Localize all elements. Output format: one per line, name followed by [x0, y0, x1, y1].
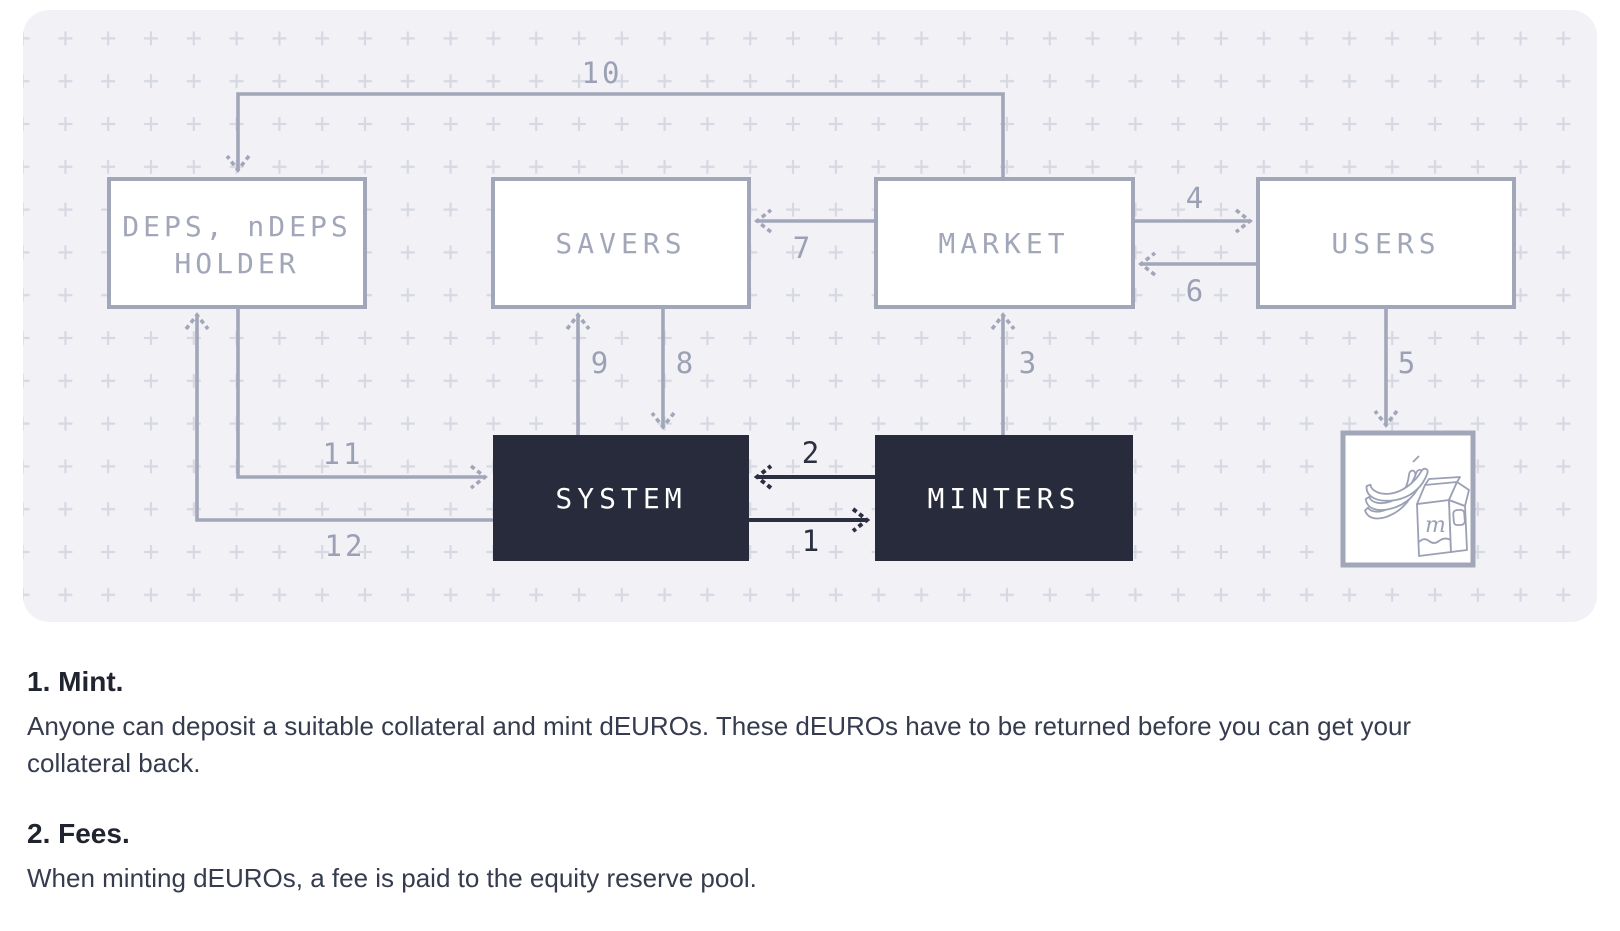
node-savers-label: SAVERS: [555, 227, 686, 260]
flow-label-10: 10: [582, 56, 623, 90]
note-fees: 2. Fees. When minting dEUROs, a fee is p…: [27, 816, 1507, 897]
node-minters: MINTERS: [875, 435, 1133, 561]
node-goods: m: [1340, 430, 1476, 568]
flow-label-9: 9: [591, 346, 611, 380]
node-deps-label-line1: DEPS, nDEPS: [122, 210, 351, 243]
flow-label-5: 5: [1398, 346, 1418, 380]
bananas-icon: [1364, 455, 1429, 520]
node-minters-label: MINTERS: [927, 482, 1080, 515]
flow-label-7: 7: [793, 231, 813, 265]
node-users-label: USERS: [1331, 227, 1440, 260]
notes-section: 1. Mint. Anyone can deposit a suitable c…: [27, 664, 1507, 931]
flow-diagram: 10 7 4 6 9 8 3 5 11 12 2 1 DEPS, nDEPS H…: [23, 10, 1597, 622]
note-mint-body: Anyone can deposit a suitable collateral…: [27, 711, 1412, 778]
node-market-label: MARKET: [938, 227, 1069, 260]
node-savers: SAVERS: [491, 177, 751, 309]
flow-label-4: 4: [1186, 181, 1206, 215]
node-users: USERS: [1256, 177, 1516, 309]
node-system: SYSTEM: [493, 435, 749, 561]
note-fees-body: When minting dEUROs, a fee is paid to th…: [27, 863, 757, 893]
note-mint-title: 1. Mint.: [27, 666, 124, 697]
arrow-11: [236, 307, 485, 477]
node-deps-label-line2: HOLDER: [174, 247, 299, 280]
milk-carton-letter: m: [1425, 513, 1446, 538]
flow-label-8: 8: [676, 346, 696, 380]
arrow-10: [238, 92, 1005, 179]
diagram-panel: 10 7 4 6 9 8 3 5 11 12 2 1 DEPS, nDEPS H…: [23, 10, 1597, 622]
note-mint: 1. Mint. Anyone can deposit a suitable c…: [27, 664, 1507, 782]
arrow-12: [197, 315, 493, 522]
note-fees-title: 2. Fees.: [27, 818, 130, 849]
flow-label-1: 1: [802, 524, 822, 558]
node-market: MARKET: [874, 177, 1135, 309]
flow-label-11: 11: [323, 437, 364, 471]
node-deps-holder: DEPS, nDEPS HOLDER: [107, 177, 367, 309]
flow-label-12: 12: [325, 529, 366, 563]
milk-carton-icon: m: [1416, 476, 1470, 557]
flow-label-3: 3: [1019, 346, 1039, 380]
node-system-label: SYSTEM: [555, 482, 686, 515]
flow-label-2: 2: [802, 436, 822, 470]
flow-label-6: 6: [1186, 274, 1206, 308]
